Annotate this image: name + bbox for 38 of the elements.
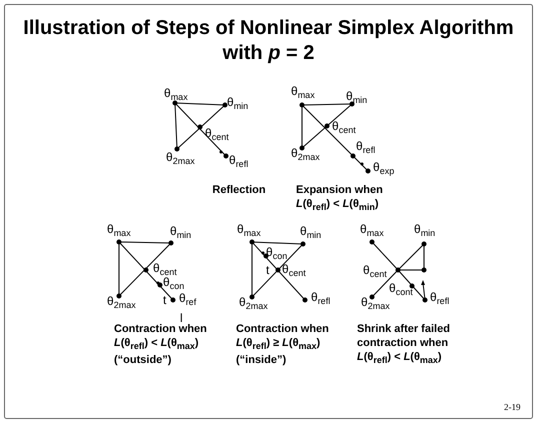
slide-title: Illustration of Steps of Nonlinear Simplex Algorithm with p = 2 [22, 16, 515, 66]
point-label: l [180, 311, 183, 325]
point-label: θ$_{2max}$ [361, 295, 390, 313]
point-label: θ$_{max}$ [164, 86, 188, 104]
point-label: θ$_{max}$ [291, 84, 315, 102]
step-caption: Contraction when L(θ$_{refl}$) < L(θ$_{max}$) (“outside”) [114, 322, 208, 367]
point-label: θ$_{refl}$ [430, 290, 450, 308]
point-label: θ$_{ref}$ [179, 291, 196, 309]
point-label: θ$_{cont}$ [389, 281, 413, 299]
step-caption: Shrink after failed contraction when L(θ$_{refl}$) < L(θ$_{max}$) [357, 322, 451, 367]
point-label: θ$_{min}$ [346, 89, 368, 107]
point-label: θ$_{refl}$ [229, 153, 248, 171]
point-label: θ$_{exp}$ [373, 160, 394, 178]
point-label: θ$_{2max}$ [291, 146, 320, 164]
point-label: θ$_{max}$ [360, 222, 384, 240]
point-label: θ$_{cent}$ [282, 262, 306, 280]
point-label: θ$_{con}$ [266, 245, 288, 263]
point-label: θ$_{2max}$ [239, 295, 268, 313]
point-label: θ$_{max}$ [107, 222, 131, 240]
point-label: θ$_{2max}$ [166, 150, 195, 168]
point-label: θ$_{max}$ [237, 222, 261, 240]
point-label: θ$_{min}$ [300, 224, 322, 242]
point-label: θ$_{refl}$ [356, 139, 376, 157]
point-label: t [266, 263, 270, 277]
point-label: θ$_{min}$ [227, 95, 248, 113]
step-caption: Contraction when L(θ$_{refl}$) ≥ L(θ$_{max}$) (“inside”) [236, 322, 330, 367]
point-label: θ$_{cent}$ [332, 119, 356, 137]
point-label: θ$_{min}$ [414, 222, 436, 240]
point-label: θ$_{min}$ [170, 224, 192, 242]
step-caption: Reflection [211, 183, 267, 197]
point-label: θ$_{con}$ [163, 275, 184, 293]
point-label: θ$_{2max}$ [107, 294, 136, 312]
point-label: θ$_{cent}$ [363, 263, 387, 281]
point-label: θ$_{cent}$ [153, 261, 177, 277]
page-number: 2-19 [504, 402, 520, 412]
point-label: t [163, 293, 166, 307]
step-caption: Expansion when L(θ$_{refl}$) < L(θ$_{min}$) [296, 183, 384, 214]
point-label: θ$_{refl}$ [311, 290, 330, 308]
